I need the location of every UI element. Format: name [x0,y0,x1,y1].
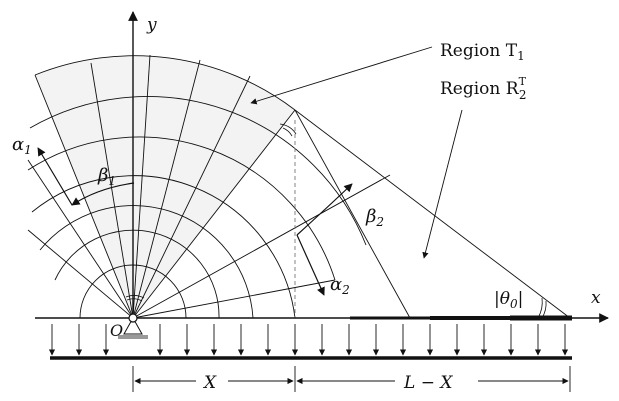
alpha1-arrow [37,147,73,206]
alpha2-arrow [296,234,325,296]
angle-mark-origin-1 [126,298,143,302]
fan-arc-6 [29,96,367,246]
fan-arc-3 [39,205,254,319]
triangle-inner-line [294,109,411,319]
fan-region-shading [35,55,295,319]
theta0-label: |θ0| [494,289,523,311]
fan-radial-3 [27,229,134,319]
region-t1-leader [250,46,433,105]
fan-radial-5 [132,54,151,319]
fan-arc-2 [54,229,220,319]
fan-radial-2 [27,159,134,319]
beta1-arrow [71,182,135,206]
fan-radial-7 [132,75,251,319]
beta2-subscript: 2 [375,215,384,229]
angle-mark-right-2 [537,297,543,319]
pin-support [118,313,148,339]
triangle-region-lines [294,109,571,319]
fan-radial-4 [90,62,134,319]
origin-label: O [110,321,123,340]
region-r2t-subscript: 2 [519,88,527,102]
angle-mark-origin-2 [125,295,145,299]
support-triangle [123,316,143,335]
triangle-hypotenuse [294,109,571,319]
fan-radial-6 [132,59,201,319]
fan-radial-9 [132,174,391,319]
origin-pin [128,313,138,323]
region-r2t-leader [422,109,463,259]
region-t1-subscript: 1 [517,49,525,63]
alpha2-subscript: 2 [341,283,350,297]
beta2-label: β2 [365,206,384,229]
dim-lx-label: L − X [403,373,453,393]
fan-radial-1 [34,74,134,319]
angle-mark-top-2 [279,123,297,135]
distributed-load-arrows [48,324,569,356]
support-base [118,335,148,339]
angle-mark-top-1 [282,127,293,137]
x-axis-label: x [591,288,601,308]
dimension-lines [132,366,571,392]
theta0-subscript: 0 [510,297,518,311]
alpha1-label: α1 [12,134,32,157]
region-r2t-superscript: T [519,75,527,88]
fan-radial-8 [132,109,296,319]
theta0-close: | [518,289,524,309]
beta1-subscript: 1 [108,174,116,188]
fan-radial-lines [27,54,391,319]
fan-arc-7 [34,55,296,111]
dim-x-label: X [202,373,217,393]
y-axis-label: y [146,15,157,35]
beta1-label: β1 [97,165,116,188]
fan-arc-5 [27,136,336,281]
fan-circular-arcs [27,55,367,319]
fan-arc-4 [31,175,296,319]
alpha1-subscript: 1 [24,143,32,157]
beta2-arrow [296,183,353,236]
alpha2-label: α2 [330,274,350,297]
fan-radial-10 [132,279,336,319]
region-t1-label: Region T1 [440,41,525,63]
